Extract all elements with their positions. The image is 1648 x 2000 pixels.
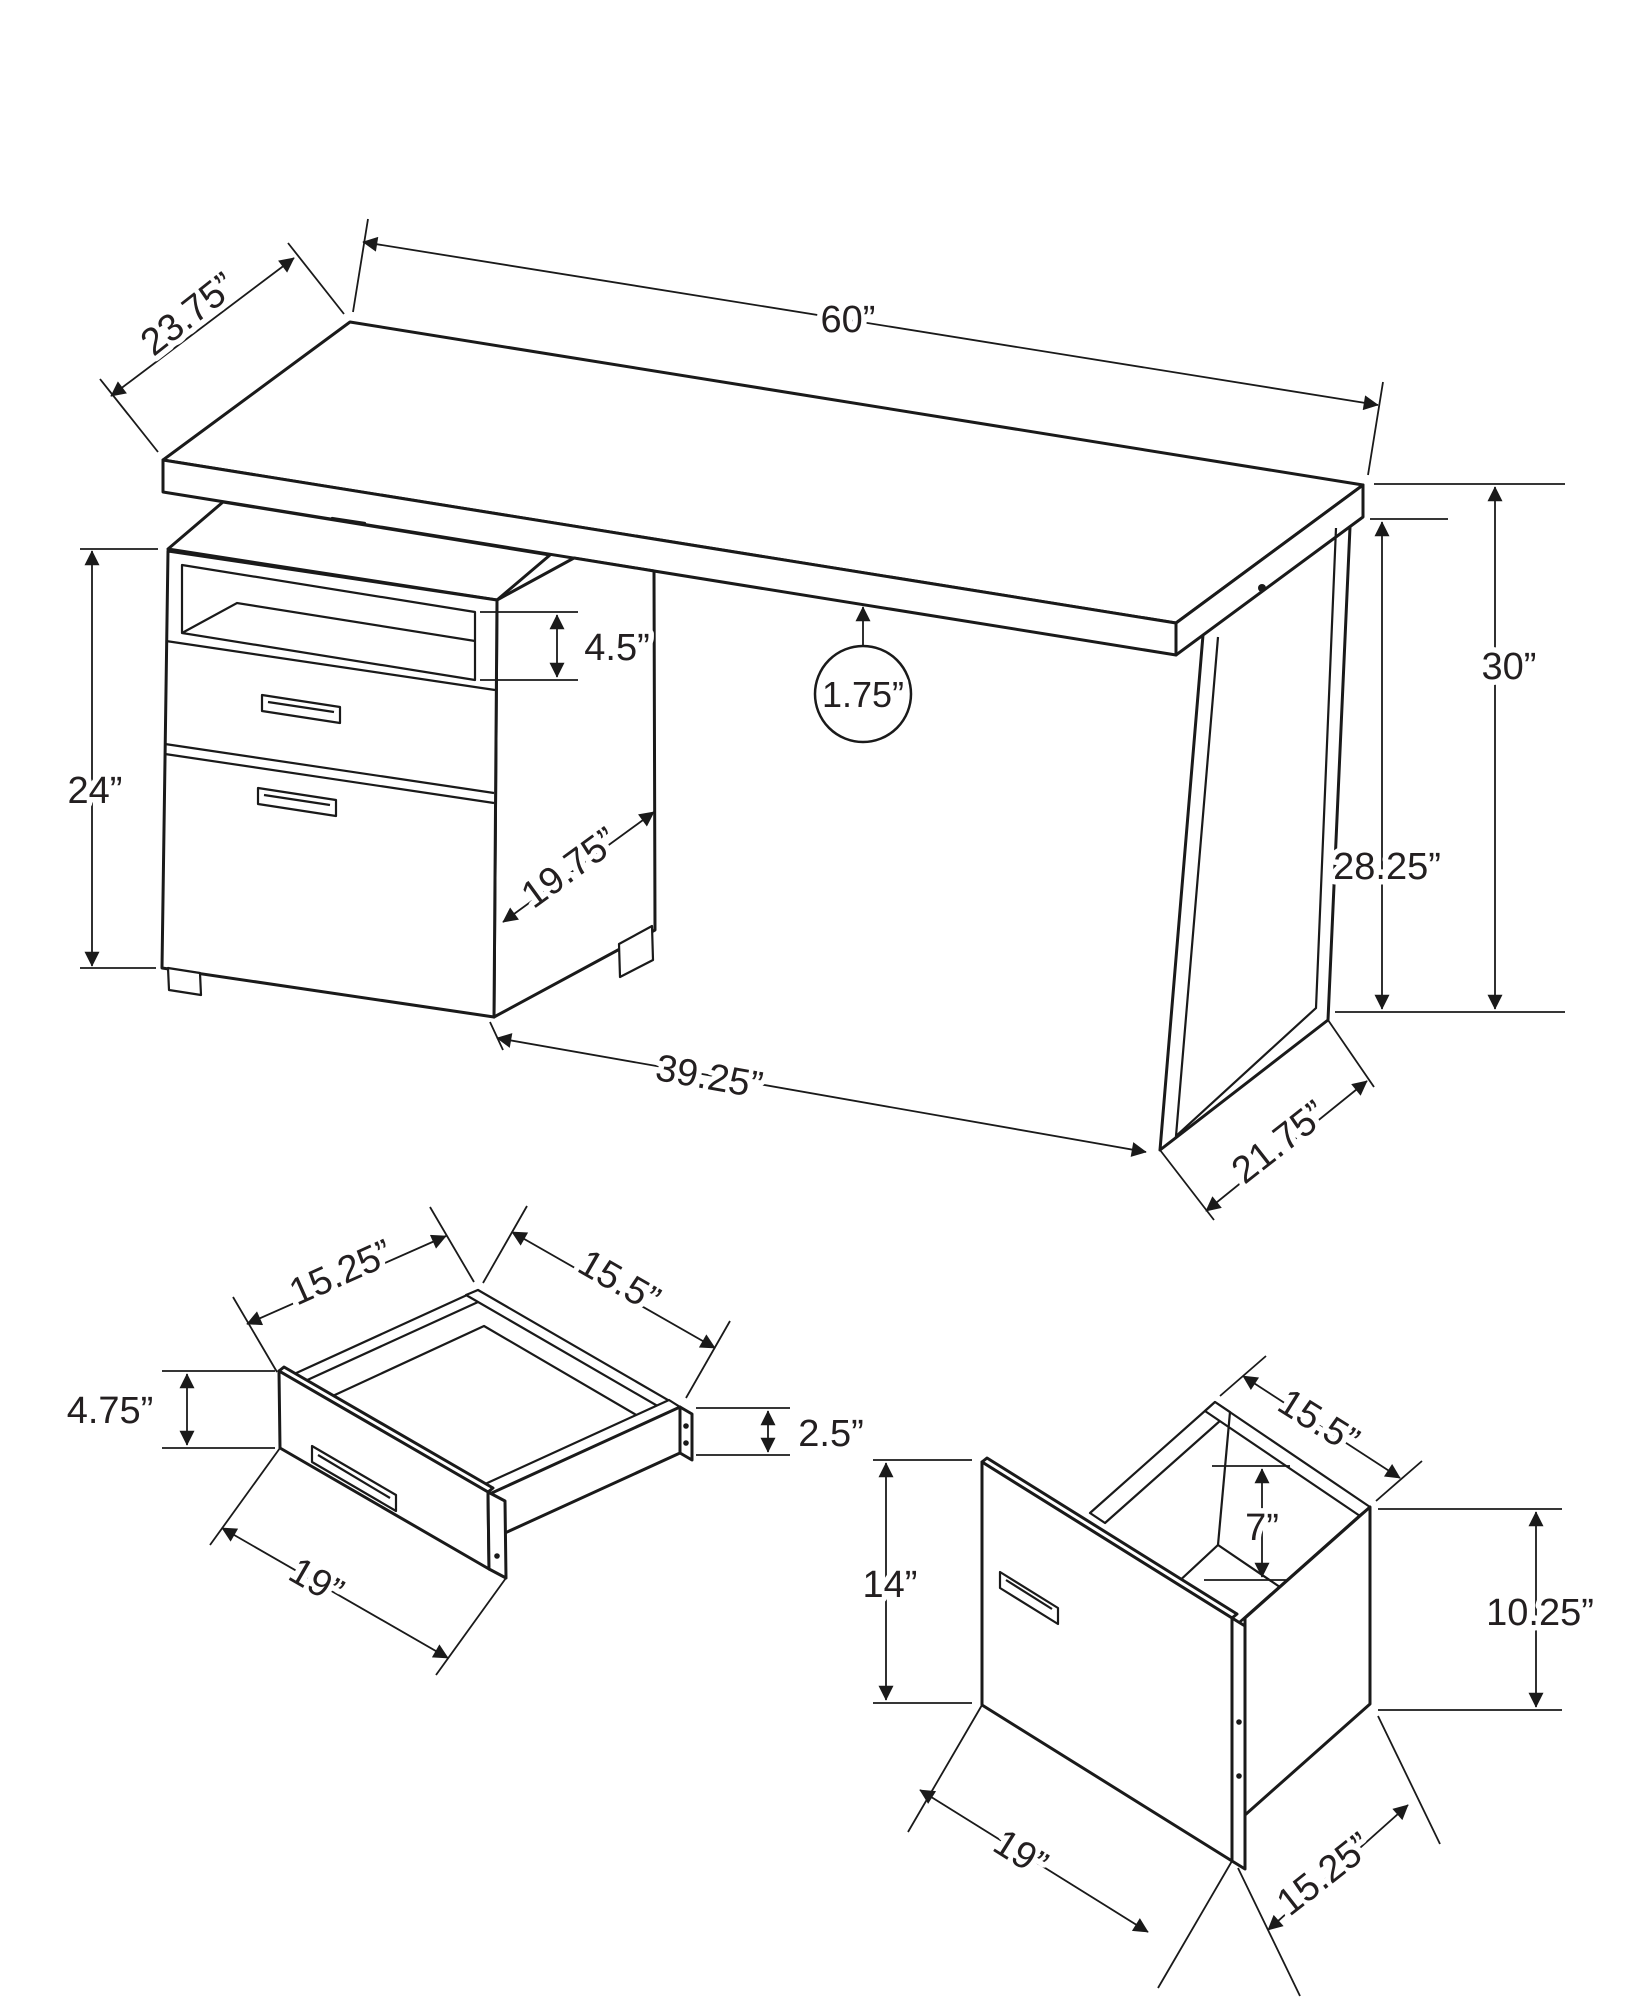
dimension-line — [110, 257, 295, 397]
dim-label-top-thickness: 1.75” — [822, 674, 904, 715]
file-drawer-view: 15.5” 7” 14” — [857, 1355, 1599, 1997]
callout-circle — [813, 644, 913, 744]
cabinet-drawer-handle-bottom — [256, 786, 338, 818]
dim-top-thickness: 1.75” — [813, 606, 913, 744]
fd-right-wall — [1243, 1505, 1372, 1817]
dim-label-clearance: 28.25” — [1333, 846, 1441, 888]
dim-label-fd-front-height: 14” — [863, 1564, 918, 1606]
dim-label-sd-side-height: 2.5” — [798, 1413, 863, 1455]
fd-left-wall-top — [1088, 1400, 1232, 1525]
dim-label-fd-side-height: 10.25” — [1486, 1592, 1594, 1634]
dim-clearance-height: 28.25” — [1328, 518, 1565, 1013]
dimension-line — [362, 236, 1379, 411]
sd-front-panel-end — [486, 1490, 508, 1580]
dim-shelf-opening: 4.5” — [480, 611, 655, 681]
dim-label-sd-inner-depth: 15.5” — [571, 1242, 667, 1322]
screw-dot — [1236, 1719, 1242, 1725]
screw-dot — [494, 1553, 500, 1559]
sd-wall-end-face — [678, 1405, 694, 1462]
dim-label-shelf-opening: 4.5” — [584, 627, 649, 669]
dim-knee-space: 39.25” — [489, 1021, 1147, 1157]
cabinet-drawer-handle-top — [260, 693, 342, 725]
dim-desk-width: 60” — [352, 218, 1384, 476]
dim-label-fd-front-width: 19” — [986, 1821, 1055, 1886]
dim-file-drawer-side-height: 10.25” — [1378, 1508, 1599, 1711]
screw-dot — [683, 1423, 689, 1429]
dim-label-desk-width: 60” — [821, 299, 876, 341]
dim-label-sd-front-height: 4.75” — [67, 1390, 154, 1432]
small-drawer-view: 15.25” 15.5” — [61, 1205, 869, 1676]
fd-handle — [998, 1570, 1060, 1626]
dim-file-drawer-front-height: 14” — [857, 1459, 972, 1704]
dim-label-sd-inner-width: 15.25” — [283, 1232, 399, 1314]
dim-cabinet-height: 24” — [62, 548, 158, 969]
drawer-divider-line — [164, 742, 495, 795]
fd-front-panel-end — [1230, 1616, 1247, 1871]
dim-label-fd-bottom-depth: 15.25” — [1269, 1825, 1380, 1924]
drawer-divider-line — [164, 752, 495, 805]
dim-label-sd-front-width: 19” — [282, 1550, 351, 1614]
cabinet-back-foot — [617, 924, 655, 979]
dim-label-fd-hanging-depth: 7” — [1245, 1507, 1279, 1549]
extension-line — [1367, 381, 1384, 476]
dim-small-drawer-front-height: 4.75” — [61, 1370, 275, 1449]
screw-dot — [1236, 1773, 1242, 1779]
open-shelf-opening — [180, 563, 477, 682]
dim-label-knee-space: 39.25” — [652, 1047, 765, 1107]
dim-overall-height: 30” — [1374, 483, 1565, 1010]
cabinet-front-foot — [166, 966, 203, 997]
desk-view: 23.75” 60” — [62, 218, 1565, 1221]
extension-line — [99, 378, 159, 453]
dim-label-cabinet-height: 24” — [68, 770, 123, 812]
extension-line — [352, 218, 369, 313]
screw-dot — [683, 1440, 689, 1446]
dim-label-overall-height: 30” — [1482, 646, 1537, 688]
dim-label-desk-depth: 23.75” — [133, 265, 244, 364]
shelf-bottom-rail — [165, 639, 496, 692]
extension-line — [287, 242, 345, 315]
cam-lock-dot — [1258, 584, 1266, 592]
dim-file-drawer-hanging-depth: 7” — [1204, 1465, 1290, 1581]
dim-label-leg-depth: 21.75” — [1224, 1093, 1335, 1192]
fd-interior-corner — [1216, 1411, 1232, 1546]
sd-handle — [310, 1444, 398, 1513]
leg-inner-frame — [1174, 527, 1338, 1139]
shelf-interior-lines — [181, 601, 476, 643]
dim-small-drawer-side-height: 2.5” — [696, 1407, 869, 1461]
desk-top-right-end — [1174, 483, 1365, 657]
